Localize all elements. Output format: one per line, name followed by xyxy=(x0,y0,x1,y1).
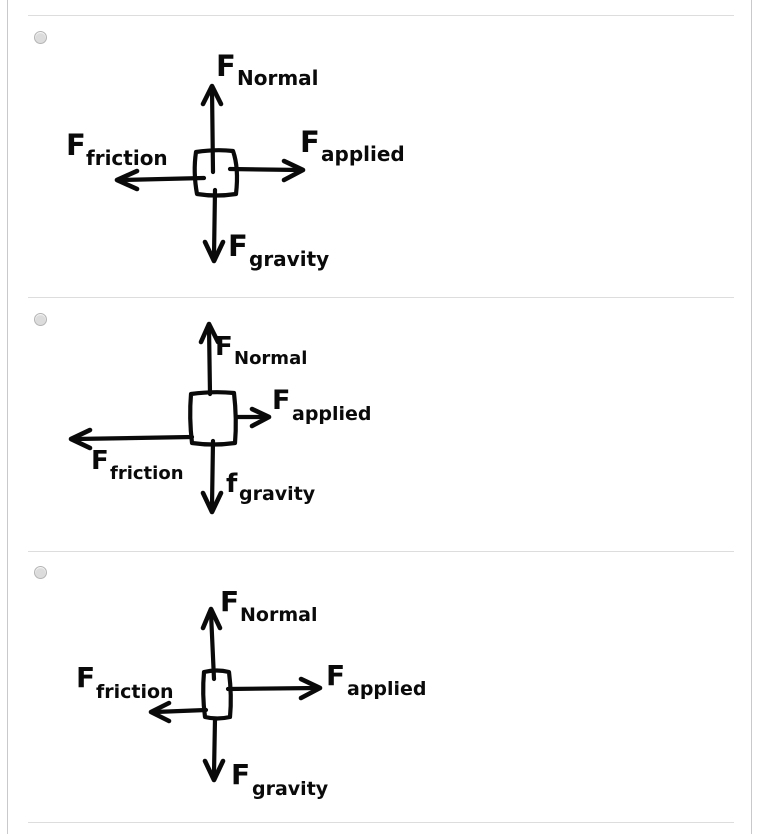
diagram-3-arrow-friction xyxy=(148,700,209,724)
label-f-friction-base: F xyxy=(91,446,109,476)
diagram-3-block xyxy=(201,668,233,721)
label-f-gravity-subscript: gravity xyxy=(249,247,329,271)
label-f-applied-subscript: applied xyxy=(292,403,372,425)
label-f-normal-base: F xyxy=(215,332,233,362)
diagram-1-label-applied: F applied xyxy=(300,125,405,166)
diagram-1-block xyxy=(192,148,240,198)
label-f-friction-subscript: friction xyxy=(110,463,184,484)
diagram-1-label-friction: F friction xyxy=(66,128,168,170)
diagram-3-arrow-applied xyxy=(225,676,323,701)
label-f-friction-subscript: friction xyxy=(96,681,174,703)
label-f-normal-base: F xyxy=(216,49,236,83)
diagram-2-arrow-normal xyxy=(198,321,221,397)
diagram-2-label-normal: F Normal xyxy=(215,332,307,369)
label-f-applied-base: F xyxy=(300,125,320,159)
radio-option-1[interactable] xyxy=(34,31,47,44)
panel-border-left xyxy=(7,0,8,834)
diagram-2-label-gravity: f gravity xyxy=(226,469,316,505)
label-f-normal-base: F xyxy=(220,585,239,618)
diagram-2-label-friction: F friction xyxy=(91,446,184,484)
label-f-applied-base: F xyxy=(326,659,345,692)
choice-separator-3 xyxy=(28,551,734,552)
label-f-applied-subscript: applied xyxy=(347,678,427,700)
panel-border-right xyxy=(751,0,752,834)
diagram-1-label-normal: F Normal xyxy=(216,49,319,90)
answer-choice-2[interactable]: F Normal F applied F friction f gravity xyxy=(0,297,759,551)
choice-separator-1 xyxy=(28,15,734,16)
label-f-gravity-subscript: gravity xyxy=(239,483,316,505)
label-f-gravity-subscript: gravity xyxy=(252,778,329,800)
diagram-3-label-gravity: F gravity xyxy=(231,758,329,800)
diagram-3-arrow-normal xyxy=(200,606,223,682)
diagram-2-block xyxy=(188,390,238,447)
diagram-2-arrow-friction xyxy=(68,427,195,451)
label-f-gravity-base: F xyxy=(231,758,250,791)
diagram-1-label-gravity: F gravity xyxy=(228,229,329,271)
diagram-1-arrow-friction xyxy=(114,168,207,192)
diagram-1-arrow-normal xyxy=(200,83,224,175)
label-f-normal-subscript: Normal xyxy=(234,348,307,369)
answer-choice-3[interactable]: F Normal F applied F friction F gravity xyxy=(0,551,759,834)
label-f-friction-base: F xyxy=(66,128,86,162)
label-f-applied-base: F xyxy=(272,385,290,416)
diagram-3-label-applied: F applied xyxy=(326,659,427,700)
answer-choice-1[interactable]: F Normal F applied F friction F gravity xyxy=(0,0,759,297)
label-f-normal-subscript: Normal xyxy=(237,66,319,90)
diagram-1-arrow-gravity xyxy=(202,187,226,264)
free-body-diagram-1: F Normal F applied F friction F gravity xyxy=(0,0,759,297)
free-body-diagram-3: F Normal F applied F friction F gravity xyxy=(0,551,759,834)
label-f-gravity-base: F xyxy=(228,229,248,263)
choice-separator-2 xyxy=(28,297,734,298)
diagram-1-arrow-applied xyxy=(227,158,306,183)
diagram-2-arrow-gravity xyxy=(200,438,224,515)
diagram-3-arrow-gravity xyxy=(202,716,226,783)
diagram-3-label-friction: F friction xyxy=(76,661,174,703)
label-f-friction-base: F xyxy=(76,661,95,694)
diagram-2-arrow-applied xyxy=(233,406,272,429)
radio-option-2[interactable] xyxy=(34,313,47,326)
diagram-3-label-normal: F Normal xyxy=(220,585,317,626)
choice-separator-bottom xyxy=(28,822,734,823)
diagram-2-label-applied: F applied xyxy=(272,385,372,425)
free-body-diagram-2: F Normal F applied F friction f gravity xyxy=(0,297,759,551)
label-f-friction-subscript: friction xyxy=(86,146,168,170)
label-f-applied-subscript: applied xyxy=(321,142,405,166)
label-f-normal-subscript: Normal xyxy=(240,604,317,626)
radio-option-3[interactable] xyxy=(34,566,47,579)
label-f-gravity-base: f xyxy=(226,469,238,499)
